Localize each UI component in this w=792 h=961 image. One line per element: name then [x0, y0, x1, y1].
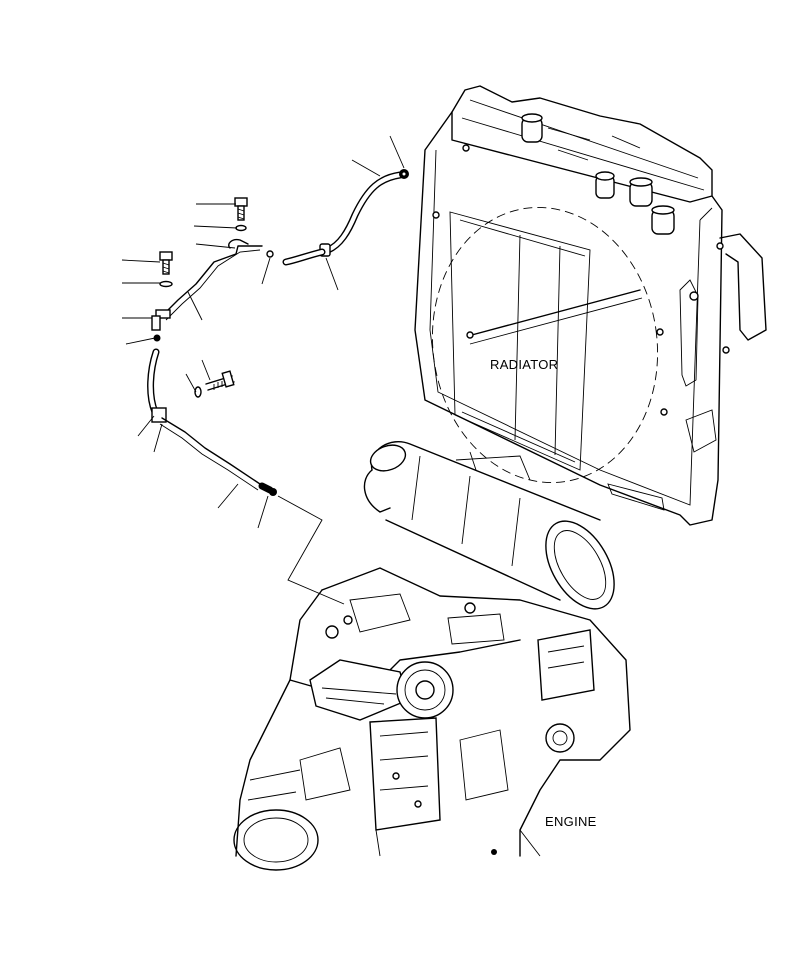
engine-assembly: ENGINE [233, 441, 631, 871]
radiator-label: RADIATOR [490, 357, 558, 372]
radiator-assembly: RADIATOR [414, 85, 767, 526]
engine-label: ENGINE [545, 814, 597, 829]
breather-hose-assembly [121, 135, 409, 605]
